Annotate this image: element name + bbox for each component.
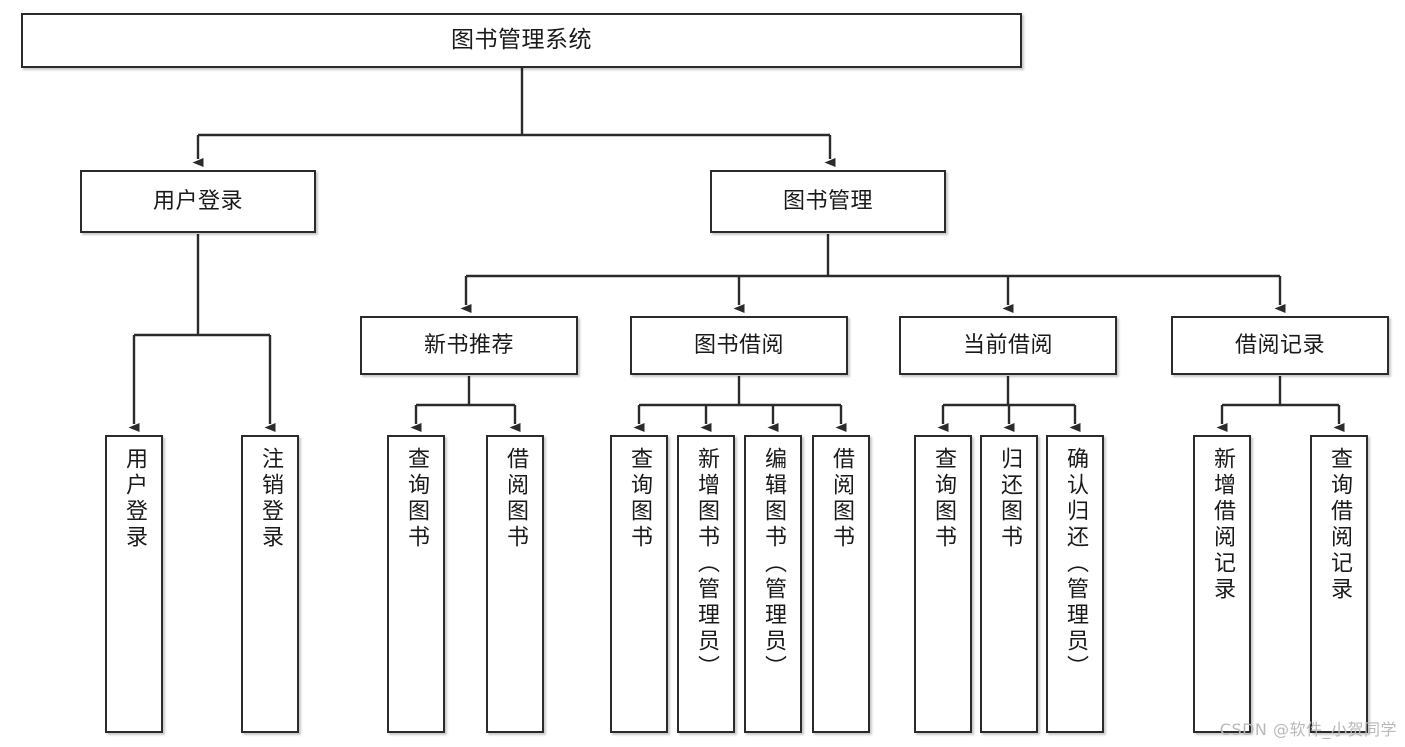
node-label: 借阅图书	[829, 447, 854, 551]
node-label: 图书管理	[782, 188, 873, 214]
node-label: 查询图书	[931, 447, 956, 551]
node-label: 借阅图书	[503, 447, 528, 551]
leaf-newbook-borrow-book[interactable]: 借阅图书	[486, 435, 544, 733]
node-label: 图书借阅	[693, 332, 784, 358]
leaf-record-add-borrow-record[interactable]: 新增借阅记录	[1193, 435, 1251, 733]
node-label: 归还图书	[997, 447, 1022, 551]
node-label: 新增图书（管理员）	[694, 447, 719, 681]
node-book-borrow[interactable]: 图书借阅	[630, 316, 848, 375]
node-user-login[interactable]: 用户登录	[80, 170, 316, 233]
node-current-borrow[interactable]: 当前借阅	[899, 316, 1117, 375]
leaf-current-confirm-return-admin[interactable]: 确认归还（管理员）	[1046, 435, 1104, 733]
node-root-system[interactable]: 图书管理系统	[21, 13, 1022, 68]
leaf-current-return-book[interactable]: 归还图书	[980, 435, 1038, 733]
node-label: 借阅记录	[1234, 332, 1325, 358]
node-label: 注销登录	[258, 447, 283, 551]
leaf-current-query-book[interactable]: 查询图书	[914, 435, 972, 733]
node-label: 图书管理系统	[451, 27, 592, 54]
leaf-logout[interactable]: 注销登录	[241, 435, 299, 733]
node-label: 查询借阅记录	[1327, 447, 1352, 603]
leaf-borrow-query-book[interactable]: 查询图书	[610, 435, 668, 733]
node-new-book-recommend[interactable]: 新书推荐	[360, 316, 578, 375]
node-label: 新增借阅记录	[1210, 447, 1235, 603]
leaf-record-query-borrow-record[interactable]: 查询借阅记录	[1310, 435, 1368, 733]
leaf-borrow-edit-book-admin[interactable]: 编辑图书（管理员）	[744, 435, 802, 733]
node-label: 确认归还（管理员）	[1063, 447, 1088, 681]
node-borrow-record[interactable]: 借阅记录	[1171, 316, 1389, 375]
node-label: 用户登录	[122, 447, 147, 551]
node-label: 查询图书	[627, 447, 652, 551]
leaf-borrow-add-book-admin[interactable]: 新增图书（管理员）	[677, 435, 735, 733]
node-book-management[interactable]: 图书管理	[710, 170, 946, 233]
node-label: 查询图书	[404, 447, 429, 551]
node-label: 编辑图书（管理员）	[761, 447, 786, 681]
node-label: 用户登录	[152, 188, 243, 214]
node-label: 新书推荐	[423, 332, 514, 358]
node-label: 当前借阅	[962, 332, 1053, 358]
leaf-user-login[interactable]: 用户登录	[105, 435, 163, 733]
leaf-newbook-query-book[interactable]: 查询图书	[387, 435, 445, 733]
leaf-borrow-borrow-book[interactable]: 借阅图书	[812, 435, 870, 733]
